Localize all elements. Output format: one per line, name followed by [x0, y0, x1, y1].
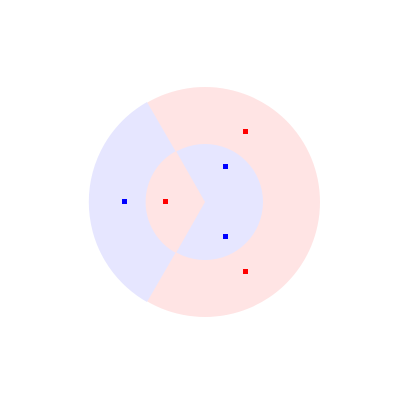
- point-p4: [122, 199, 127, 204]
- inner-disk: [145, 144, 263, 260]
- point-p6: [223, 234, 228, 239]
- point-p1: [243, 129, 248, 134]
- inner-disk-red-region: [145, 151, 205, 253]
- points: [122, 129, 248, 274]
- point-p5: [223, 164, 228, 169]
- point-p2: [243, 269, 248, 274]
- point-p3: [163, 199, 168, 204]
